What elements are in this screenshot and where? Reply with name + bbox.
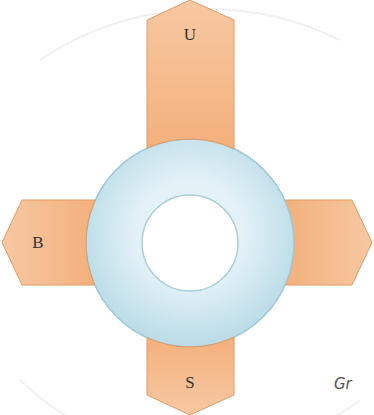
left-arrow-band bbox=[2, 200, 152, 285]
arrow-label: U bbox=[184, 26, 196, 45]
arrow-label: B bbox=[32, 234, 43, 253]
arrow-band: B bbox=[2, 200, 152, 285]
up-arrow-band bbox=[147, 0, 234, 152]
up-arrow-band bbox=[147, 0, 234, 149]
watermark-text: Gr bbox=[334, 375, 352, 393]
ring-hole bbox=[142, 195, 238, 291]
arrow-band: S bbox=[147, 333, 234, 415]
arrow-band: U bbox=[147, 0, 234, 152]
left-arrow-band bbox=[2, 200, 95, 285]
center-ring bbox=[86, 139, 294, 347]
down-arrow-band bbox=[147, 337, 234, 415]
arrow-label: S bbox=[185, 374, 194, 393]
right-arrow-band bbox=[285, 200, 372, 285]
